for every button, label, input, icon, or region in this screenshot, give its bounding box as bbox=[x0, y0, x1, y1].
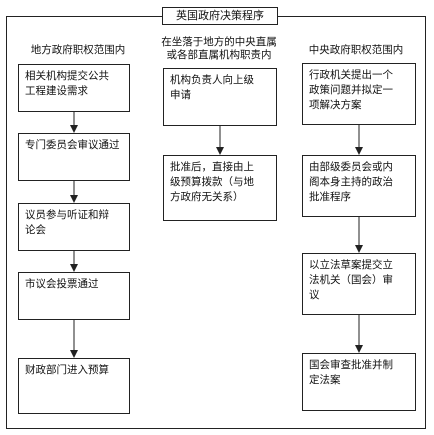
local-step-2: 专门委员会审议通过 bbox=[18, 133, 130, 181]
central-step-1: 行政机关提出一个 政策问题并拟定一 项解决方案 bbox=[302, 63, 416, 125]
direct-step-2: 批准后，直接由上 级预算拨款（与地 方政府无关系） bbox=[163, 155, 277, 221]
direct-step-1: 机构负责人向上级 申请 bbox=[163, 68, 277, 126]
central-step-4: 国会审查批准并制 定法案 bbox=[302, 353, 416, 411]
central-step-3: 以立法草案提交立 法机关（国会）审 议 bbox=[302, 253, 416, 315]
column-header-local: 地方政府职权范围内 bbox=[30, 44, 126, 56]
central-step-2: 由部级委员会或内 阁本身主持的政治 批准程序 bbox=[302, 155, 416, 217]
local-step-5: 财政部门进入预算 bbox=[18, 358, 130, 414]
local-step-4: 市议会投票通过 bbox=[18, 272, 130, 320]
local-step-1: 相关机构提交公共 工程建设需求 bbox=[18, 64, 130, 112]
column-header-direct: 在坐落于地方的中央直属 或各部直属机构职责内 bbox=[161, 36, 277, 61]
diagram-title: 英国政府决策程序 bbox=[162, 7, 278, 25]
local-step-3: 议员参与听证和辩 论会 bbox=[18, 203, 130, 251]
column-header-central: 中央政府职权范围内 bbox=[308, 44, 404, 56]
